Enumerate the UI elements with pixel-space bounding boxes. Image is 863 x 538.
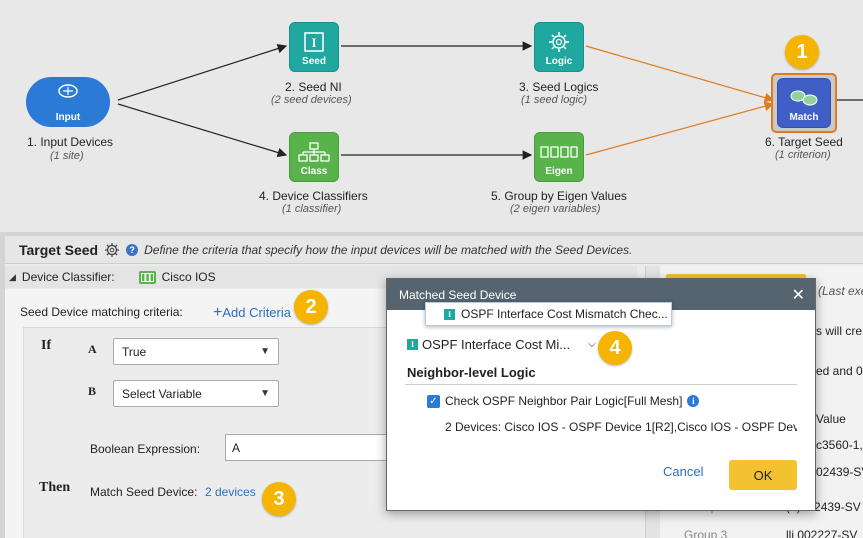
help-icon[interactable]: ? [126, 243, 139, 256]
last-exec-text: (Last exec [818, 284, 863, 298]
match-seed-devices-link[interactable]: 2 devices [205, 485, 256, 499]
boolean-expression-value: A [232, 440, 241, 455]
input-title: 1. Input Devices [27, 135, 114, 149]
input-subtitle: (1 site) [50, 150, 84, 162]
plus-icon: + [213, 304, 223, 321]
dialog-title: Matched Seed Device [399, 287, 517, 302]
cancel-button[interactable]: Cancel [663, 464, 704, 479]
variable-a-select[interactable]: True ▼ [113, 338, 279, 365]
will-create-text: s will cre [816, 324, 863, 338]
criteria-label: Seed Device matching criteria: [20, 305, 183, 319]
panel-header: Target Seed ? Define the criteria that s… [5, 236, 863, 264]
classifier-icon [290, 140, 338, 164]
svg-text:I: I [311, 35, 316, 50]
ok-button[interactable]: OK [729, 460, 797, 490]
panel-description: Define the criteria that specify how the… [144, 242, 633, 257]
neighbor-logic-label: Check OSPF Neighbor Pair Logic[Full Mesh… [445, 394, 683, 408]
collapse-triangle-icon[interactable]: ◢ [9, 271, 16, 282]
neighbor-logic-row[interactable]: ✓ Check OSPF Neighbor Pair Logic[Full Me… [427, 394, 700, 408]
flow-canvas: Input 1. Input Devices (1 site) I Seed 2… [0, 0, 863, 232]
add-criteria-button[interactable]: +Add Criteria [213, 304, 291, 322]
seed-device-dropdown[interactable]: I OSPF Interface Cost Mi... ⌵ [407, 337, 596, 352]
seed-logic-icon: I [407, 339, 418, 350]
flow-links [117, 41, 863, 160]
match-seed-device-label: Match Seed Device: [90, 485, 198, 499]
seed-logics-subtitle: (1 seed logic) [521, 94, 588, 106]
add-criteria-label: Add Criteria [222, 305, 291, 320]
seed-logic-icon: I [444, 308, 455, 320]
panel-title: Target Seed [19, 241, 99, 258]
seed-ni-title: 2. Seed NI [285, 80, 342, 94]
match-tile-label: Match [789, 112, 819, 123]
value-header: Value [816, 412, 846, 426]
row-group: Group 3 [684, 528, 728, 538]
chevron-down-icon: ⌵ [588, 339, 596, 350]
gear-icon [535, 30, 583, 54]
settings-gear-icon[interactable] [104, 242, 120, 258]
variable-a-value: True [122, 344, 147, 359]
b-label: B [88, 384, 97, 398]
boolean-expression-input[interactable]: A [225, 434, 395, 461]
callout-4: 4 [598, 331, 632, 365]
target-title: 6. Target Seed [765, 135, 843, 149]
class-tile[interactable]: Class [289, 132, 339, 182]
close-icon[interactable]: ✕ [791, 286, 805, 304]
variable-b-select[interactable]: Select Variable ▼ [113, 380, 279, 407]
a-label: A [88, 342, 97, 356]
class-tile-label: Class [300, 166, 328, 177]
logic-tile[interactable]: Logic [534, 22, 584, 72]
check-icon[interactable]: ✓ [427, 394, 440, 408]
row-value: lli 002227-SV [786, 528, 858, 538]
boolean-expression-label: Boolean Expression: [90, 442, 201, 456]
eigen-title: 5. Group by Eigen Values [491, 189, 627, 203]
seed-icon: I [290, 30, 338, 54]
eigen-tile[interactable]: Eigen [534, 132, 584, 182]
classifiers-title: 4. Device Classifiers [259, 189, 368, 203]
callout-1: 1 [785, 35, 819, 69]
eigen-icon [535, 140, 583, 164]
and-zero-text: ed and 0 [816, 364, 863, 378]
neighbor-logic-title: Neighbor-level Logic [407, 365, 536, 380]
eigen-tile-label: Eigen [545, 166, 573, 177]
match-tile: Match [777, 78, 831, 128]
logic-tile-label: Logic [545, 56, 573, 67]
seed-device-option[interactable]: I OSPF Interface Cost Mismatch Chec... [425, 302, 672, 326]
target-tile-selection[interactable]: Match [771, 73, 837, 133]
device-classifier-value: Cisco IOS [161, 270, 216, 284]
if-keyword: If [41, 338, 52, 353]
classifier-small-icon [138, 270, 156, 284]
seed-tile[interactable]: I Seed [289, 22, 339, 72]
then-keyword: Then [39, 480, 71, 495]
device-classifier-label: Device Classifier: [21, 270, 115, 284]
classifiers-subtitle: (1 classifier) [282, 203, 342, 215]
eigen-subtitle: (2 eigen variables) [510, 203, 601, 215]
callout-3: 3 [262, 482, 296, 516]
seed-tile-label: Seed [302, 56, 326, 67]
chevron-down-icon: ▼ [260, 388, 270, 399]
divider [405, 384, 797, 385]
seed-device-option-label: OSPF Interface Cost Mismatch Chec... [461, 307, 668, 321]
row-value: c3560-1, [816, 438, 863, 452]
router-icon [26, 82, 110, 100]
variable-b-value: Select Variable [122, 386, 202, 401]
target-subtitle: (1 criterion) [775, 149, 831, 161]
seed-ni-subtitle: (2 seed devices) [271, 94, 352, 106]
input-tile-label: Input [55, 112, 81, 123]
chevron-down-icon: ▼ [260, 346, 270, 357]
info-icon[interactable]: i [687, 395, 700, 407]
input-tile[interactable]: Input [26, 77, 110, 127]
match-icon [778, 86, 830, 110]
seed-device-selected: OSPF Interface Cost Mi... [422, 337, 571, 352]
matched-devices-text: 2 Devices: Cisco IOS - OSPF Device 1[R2]… [445, 420, 797, 434]
seed-logics-title: 3. Seed Logics [519, 80, 599, 94]
row-value: 02439-SV [816, 465, 863, 479]
callout-2: 2 [294, 290, 328, 324]
